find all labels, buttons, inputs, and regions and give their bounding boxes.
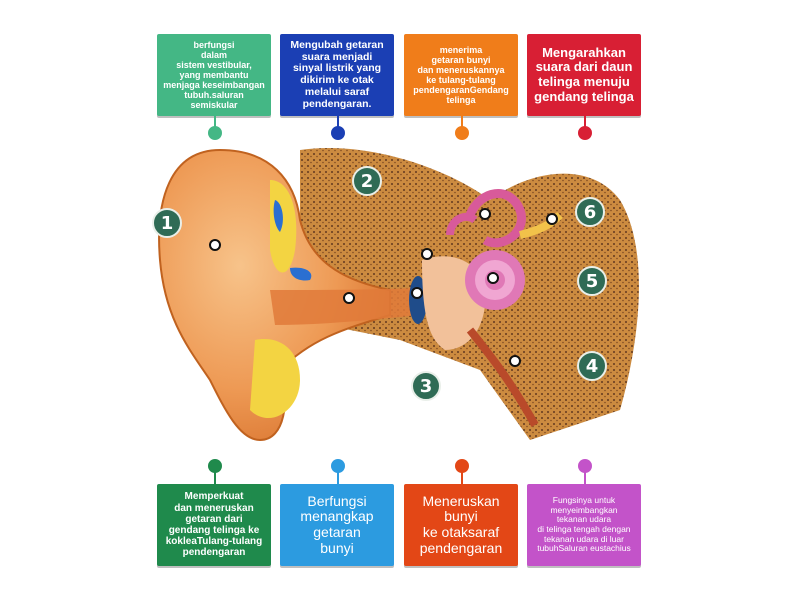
diagram-marker-outer-ear[interactable] [209, 239, 221, 251]
diagram-marker-cochlea[interactable] [487, 272, 499, 284]
drop-pin[interactable] [578, 126, 592, 140]
number-label: 5 [577, 266, 607, 296]
pin-line [584, 116, 586, 128]
pin-line [214, 470, 216, 484]
answer-card-cochlea[interactable]: Mengubah getaran suara menjadi sinyal li… [280, 34, 394, 116]
drop-pin[interactable] [331, 126, 345, 140]
answer-card-auditory-nerve[interactable]: Meneruskan bunyi ke otaksaraf pendengara… [404, 484, 518, 566]
drop-pin[interactable] [455, 126, 469, 140]
drop-pin[interactable] [455, 459, 469, 473]
ear-illustration [158, 148, 639, 442]
number-label: 6 [575, 197, 605, 227]
diagram-marker-ear-canal[interactable] [343, 292, 355, 304]
pin-line [337, 470, 339, 484]
diagram-marker-eustachian[interactable] [509, 355, 521, 367]
drop-pin[interactable] [578, 459, 592, 473]
pin-line [461, 470, 463, 484]
number-label: 2 [352, 166, 382, 196]
answer-card-vestibular[interactable]: berfungsi dalam sistem vestibular, yang … [157, 34, 271, 116]
number-label: 4 [577, 351, 607, 381]
diagram-marker-ossicles[interactable] [421, 248, 433, 260]
drop-pin[interactable] [331, 459, 345, 473]
diagram-marker-semicircular[interactable] [479, 208, 491, 220]
answer-card-eustachian[interactable]: Fungsinya untuk menyeimbangkan tekanan u… [527, 484, 641, 566]
pin-line [337, 116, 339, 128]
drop-pin[interactable] [208, 459, 222, 473]
diagram-marker-nerve[interactable] [546, 213, 558, 225]
answer-card-ossicles[interactable]: Memperkuat dan meneruskan getaran dari g… [157, 484, 271, 566]
pin-line [461, 116, 463, 128]
answer-card-outer-ear[interactable]: Berfungsi menangkap getaran bunyi [280, 484, 394, 566]
number-label: 1 [152, 208, 182, 238]
answer-card-eardrum[interactable]: menerima getaran bunyi dan meneruskannya… [404, 34, 518, 116]
drop-pin[interactable] [208, 126, 222, 140]
ear-anatomy-diagram: 1 2 3 4 5 6 [150, 140, 650, 460]
number-label: 3 [411, 371, 441, 401]
pin-line [214, 116, 216, 128]
answer-card-ear-canal[interactable]: Mengarahkan suara dari daun telinga menu… [527, 34, 641, 116]
diagram-marker-eardrum[interactable] [411, 287, 423, 299]
pin-line [584, 470, 586, 484]
